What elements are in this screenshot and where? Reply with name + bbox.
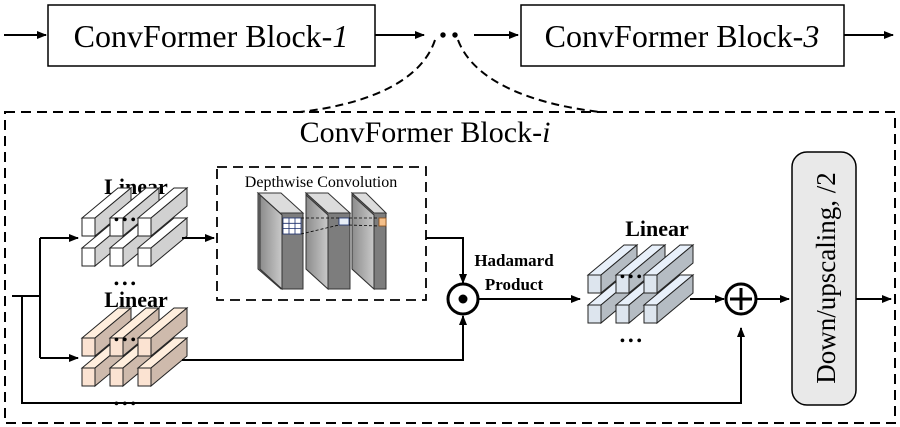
- linear-right-bar-4: [614, 243, 667, 295]
- linear-bottom-bar-2: [136, 336, 189, 388]
- linear-bottom-dots-top: • • •: [114, 333, 136, 348]
- zoom-curve-right: [457, 39, 601, 113]
- scaling-box: [791, 151, 857, 406]
- linear-right-bar-2: [642, 273, 695, 325]
- linear-right-cuboids: • • • • • •: [586, 243, 695, 349]
- hadamard-label-line1: Hadamard: [474, 251, 554, 270]
- linear-bottom-bar-4: [108, 306, 161, 358]
- linear-bottom-bar-5: [136, 306, 189, 358]
- block-1-label: ConvFormer Block-1: [74, 18, 349, 54]
- linear-top-dots-top: • • •: [114, 213, 136, 228]
- linear-top-dots-bottom: • • •: [114, 277, 136, 292]
- linear-bottom-cuboids: • • • • • •: [80, 306, 189, 412]
- depthwise-frame: [216, 166, 427, 301]
- depthwise-slabs: [256, 191, 388, 291]
- linear-right-dots-top: • • •: [620, 270, 642, 285]
- block-i-title: ConvFormer Block-i: [300, 116, 551, 149]
- linear-bottom-to-hadamard-arrow: [182, 315, 467, 361]
- linear-top-bar-5: [136, 186, 189, 238]
- block-3-label: ConvFormer Block-3: [545, 18, 820, 54]
- linear-right-bar-3: [586, 243, 639, 295]
- linear-top-bar-2: [136, 216, 189, 268]
- hadamard-product-node: [446, 282, 480, 316]
- hadamard-label-line2: Product: [485, 275, 544, 294]
- ellipsis: • •: [439, 25, 458, 47]
- linear-top-cuboids: • • • • • •: [80, 186, 189, 292]
- block-i-detail-frame: [4, 111, 896, 424]
- depthwise-label: Depthwise Convolution: [245, 174, 397, 191]
- zoom-curve-left: [299, 39, 436, 113]
- depthwise-to-hadamard-arrow: [426, 237, 467, 284]
- scaling-label: Down/upscaling, /2: [811, 172, 841, 383]
- block-3-box: [520, 4, 845, 67]
- linear-right-dots-bottom: • • •: [620, 334, 642, 349]
- linear-right-bar-5: [642, 243, 695, 295]
- residual-skip-arrow: [21, 296, 745, 404]
- linear-bottom-dots-bottom: • • •: [114, 397, 136, 412]
- linear-top-bar-3: [80, 186, 133, 238]
- linear-top-bar-4: [108, 186, 161, 238]
- linear-right-label: Linear: [625, 216, 689, 241]
- add-node: [724, 282, 758, 316]
- linear-bottom-bar-3: [80, 306, 133, 358]
